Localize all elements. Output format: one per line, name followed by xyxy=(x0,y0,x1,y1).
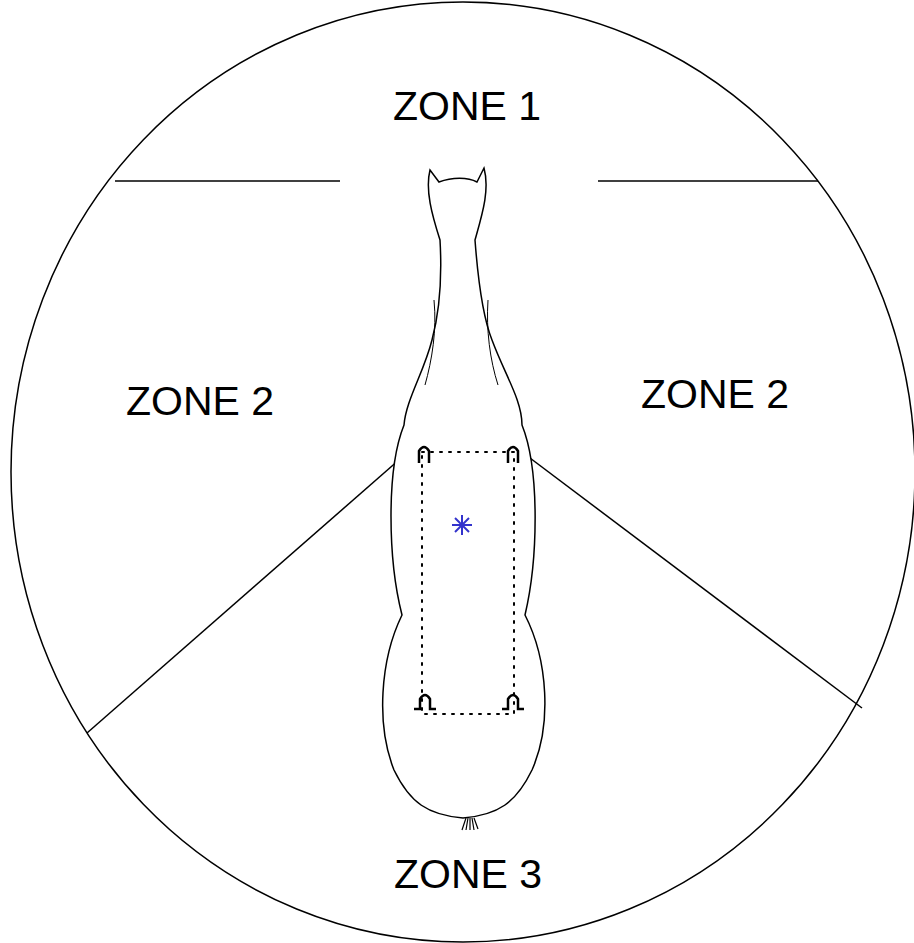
horse-outline xyxy=(383,168,545,818)
zone-circle xyxy=(11,2,914,942)
zone-divider xyxy=(522,452,862,708)
zone-divider xyxy=(598,180,818,182)
zone-label: ZONE 1 xyxy=(393,86,541,127)
saddle-marks xyxy=(414,447,524,709)
center-mark xyxy=(452,515,472,535)
zone-divider xyxy=(115,180,340,182)
zone-label: ZONE 2 xyxy=(126,381,274,422)
zone-divider xyxy=(87,452,408,733)
zone-label: ZONE 2 xyxy=(641,374,789,415)
neck-detail xyxy=(425,300,498,385)
saddle-area xyxy=(422,452,514,714)
zone-label: ZONE 3 xyxy=(394,854,542,895)
tail xyxy=(462,818,478,830)
